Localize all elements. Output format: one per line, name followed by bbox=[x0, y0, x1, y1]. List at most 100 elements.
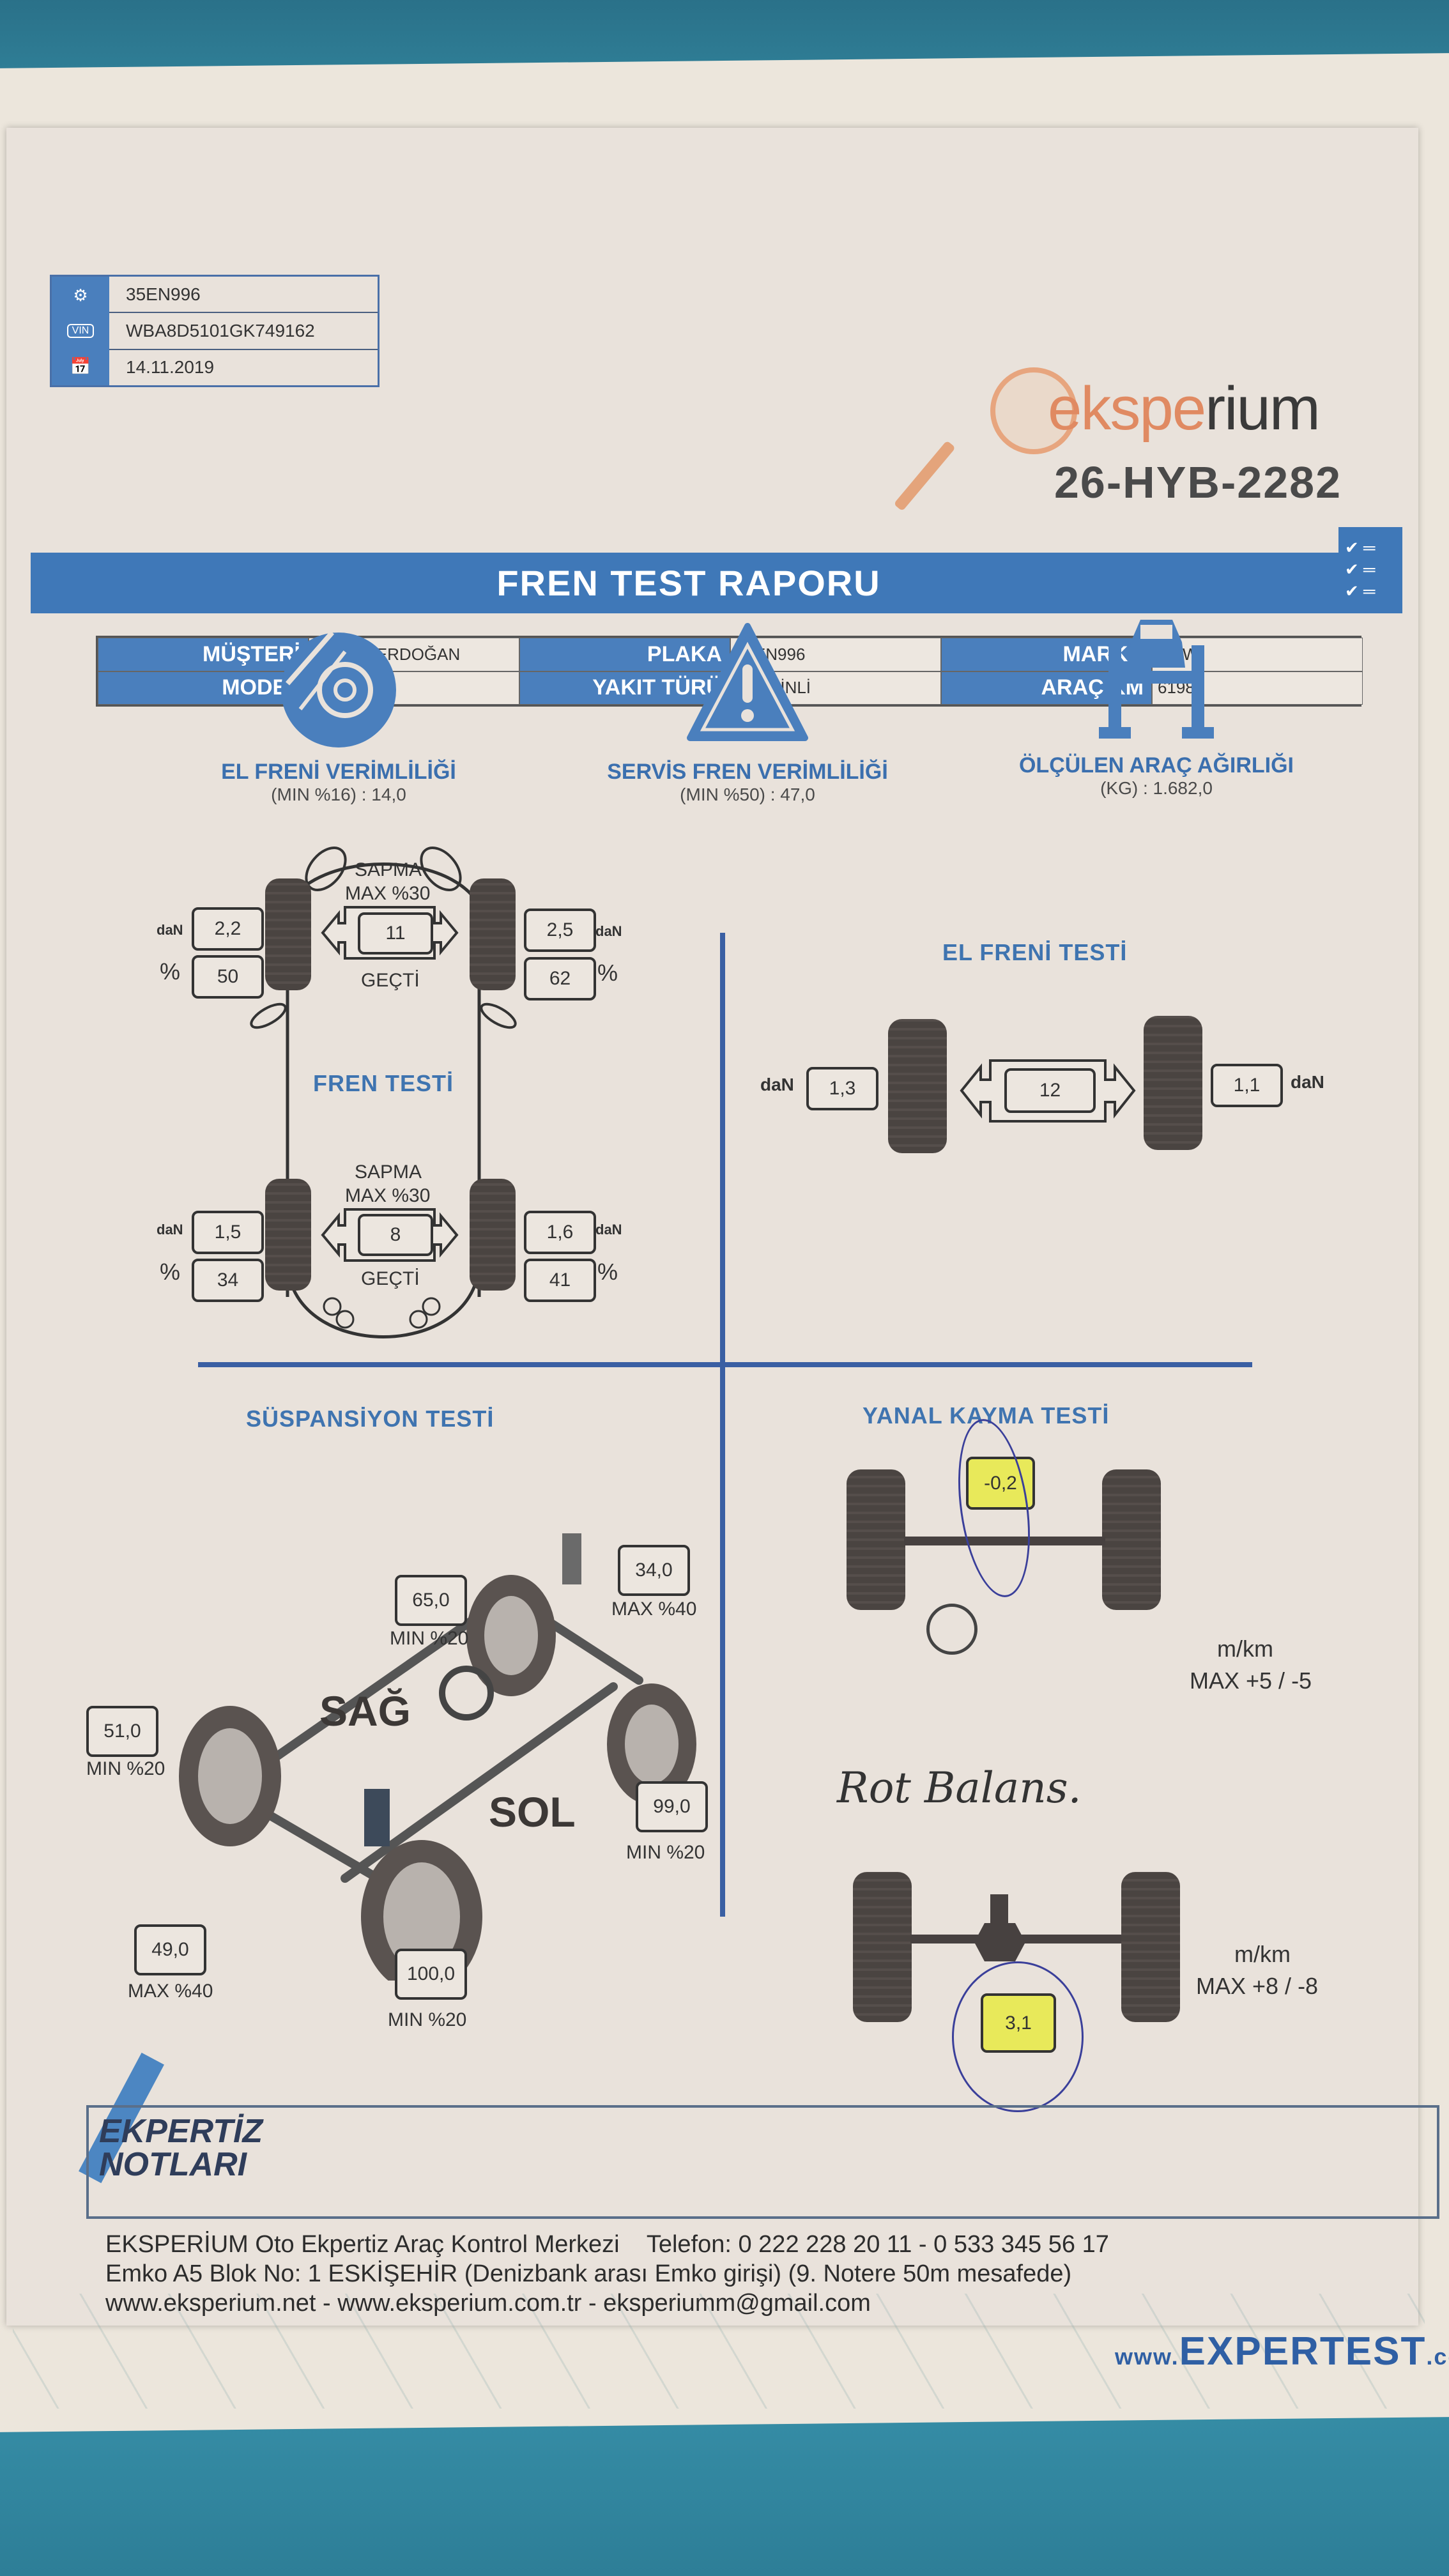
vin-card-icon: VIN bbox=[66, 323, 95, 338]
front-sapma-max: MAX %30 bbox=[345, 883, 431, 904]
suspension-value-49: 49,0 bbox=[134, 1924, 206, 1975]
front-left-force-unit: daN bbox=[157, 922, 183, 938]
suspension-limit: MIN %20 bbox=[388, 2009, 467, 2030]
front-axle-bar bbox=[904, 1537, 1105, 1545]
fren-testi-title: FREN TESTİ bbox=[313, 1070, 454, 1096]
expertest-logo: www.EXPERTEST.co bbox=[1115, 2329, 1449, 2374]
title-tab bbox=[1338, 527, 1402, 613]
info-icons-column: ⚙ VIN 📅 bbox=[52, 277, 109, 385]
front-status: GEÇTİ bbox=[361, 970, 420, 991]
handwritten-note: Rot Balans. bbox=[837, 1763, 1082, 1813]
el-freni-testi-title: EL FRENİ TESTİ bbox=[942, 939, 1128, 965]
info-vin: WBA8D5101GK749162 bbox=[109, 313, 378, 350]
metric-value: (KG) : 1.682,0 bbox=[1100, 778, 1213, 798]
steering-wheel-icon bbox=[926, 1604, 977, 1655]
metric-value: (MIN %50) : 47,0 bbox=[680, 785, 815, 804]
rear-axle-left-tire bbox=[853, 1872, 912, 2022]
rear-right-tire bbox=[470, 1179, 516, 1291]
rear-differential bbox=[974, 1923, 1025, 1961]
horizontal-divider bbox=[198, 1362, 1252, 1367]
rear-left-pct-unit: % bbox=[160, 1259, 181, 1285]
handbrake-left-force: 1,3 bbox=[806, 1067, 878, 1110]
metric-value: (MIN %16) : 14,0 bbox=[271, 785, 406, 804]
front-left-force: 2,2 bbox=[192, 907, 264, 951]
footer-line1: EKSPERİUM Oto Ekpertiz Araç Kontrol Merk… bbox=[105, 2230, 1109, 2259]
rear-sideslip-unit: m/km bbox=[1234, 1941, 1291, 1967]
front-left-pct-unit: % bbox=[160, 958, 181, 985]
metric-title: EL FRENİ VERİMLİLİĞİ bbox=[221, 760, 456, 784]
handbrake-right-unit: daN bbox=[1291, 1072, 1324, 1092]
report-code: 26-HYB-2282 bbox=[1054, 457, 1342, 507]
footer-websites: www.eksperium.net - www.eksperium.com.tr… bbox=[105, 2290, 871, 2317]
eksperium-logo: eksperium 26-HYB-2282 bbox=[893, 355, 1418, 533]
front-right-pct-unit: % bbox=[597, 960, 618, 986]
front-sapma-label: SAPMA bbox=[355, 859, 422, 880]
expertest-suffix: .co bbox=[1426, 2343, 1449, 2370]
pen-circle-front bbox=[947, 1414, 1041, 1602]
front-deviation-value: 11 bbox=[358, 912, 433, 954]
checklist-icon: ✔ ═✔ ═✔ ═ bbox=[1345, 538, 1376, 601]
notes-label: EKPERTİZ NOTLARI bbox=[99, 2115, 263, 2181]
handbrake-deviation-value: 12 bbox=[1004, 1068, 1096, 1113]
warning-triangle-icon bbox=[687, 623, 808, 741]
steering-wheel-icon: ⚙ bbox=[73, 286, 88, 305]
metric-servis-fren: SERVİS FREN VERİMLİLİĞİ (MIN %50) : 47,0 bbox=[581, 620, 914, 805]
front-right-pct: 62 bbox=[524, 957, 596, 1000]
vehicle-info-box: ⚙ VIN 📅 35EN996 WBA8D5101GK749162 14.11.… bbox=[50, 275, 379, 387]
metric-title: ÖLÇÜLEN ARAÇ AĞIRLIĞI bbox=[1018, 753, 1294, 778]
vertical-divider bbox=[720, 933, 725, 1917]
front-sideslip-value: -0,2 bbox=[966, 1457, 1035, 1510]
suspension-value-34: 34,0 bbox=[618, 1545, 690, 1596]
rear-right-force: 1,6 bbox=[524, 1211, 596, 1254]
brake-disc-icon bbox=[281, 631, 396, 747]
magnifier-handle bbox=[893, 440, 956, 512]
suspension-value-100: 100,0 bbox=[395, 1949, 467, 2000]
logo-wordmark: eksperium bbox=[1048, 374, 1321, 444]
footer-company: EKSPERİUM Oto Ekpertiz Araç Kontrol Merk… bbox=[105, 2231, 620, 2258]
rear-right-force-unit: daN bbox=[595, 1222, 622, 1238]
handbrake-left-tire bbox=[888, 1019, 947, 1153]
suspension-value-51: 51,0 bbox=[86, 1706, 158, 1757]
info-date: 14.11.2019 bbox=[126, 357, 215, 378]
rear-axle-right-tire bbox=[1121, 1872, 1180, 2022]
front-axle-right-tire bbox=[1102, 1469, 1161, 1610]
front-left-tire bbox=[265, 878, 311, 990]
label-yakit: YAKIT TÜRÜ bbox=[519, 671, 730, 705]
rear-left-force-unit: daN bbox=[157, 1222, 183, 1238]
pen-circle-rear bbox=[952, 1961, 1084, 2112]
rear-left-force: 1,5 bbox=[192, 1211, 264, 1254]
front-sideslip-limit: MAX +5 / -5 bbox=[1190, 1667, 1312, 1694]
front-right-force: 2,5 bbox=[524, 908, 596, 952]
info-plate: 35EN996 bbox=[109, 277, 378, 314]
suspension-limit: MIN %20 bbox=[626, 1842, 705, 1863]
rear-status: GEÇTİ bbox=[361, 1268, 420, 1289]
notes-label-line2: NOTLARI bbox=[99, 2146, 247, 2183]
handbrake-right-force: 1,1 bbox=[1211, 1064, 1283, 1107]
footer-contact: EKSPERİUM Oto Ekpertiz Araç Kontrol Merk… bbox=[105, 2230, 1109, 2318]
rear-right-pct-unit: % bbox=[597, 1259, 618, 1285]
rear-left-tire bbox=[265, 1179, 311, 1291]
page-title: FREN TEST RAPORU bbox=[496, 563, 881, 603]
notes-box[interactable] bbox=[86, 2105, 1439, 2219]
suspension-value-65: 65,0 bbox=[395, 1575, 467, 1626]
front-sideslip-unit: m/km bbox=[1217, 1636, 1273, 1662]
rear-left-pct: 34 bbox=[192, 1259, 264, 1302]
front-axle-left-tire bbox=[847, 1469, 905, 1610]
logo-text-part2: rium bbox=[1205, 374, 1321, 443]
suspension-limit: MAX %40 bbox=[128, 1981, 213, 2002]
front-left-pct: 50 bbox=[192, 955, 264, 999]
yanal-kayma-testi-title: YANAL KAYMA TESTİ bbox=[862, 1402, 1110, 1429]
car-lift-icon bbox=[1099, 620, 1214, 739]
magnifier-icon bbox=[990, 367, 1077, 454]
handbrake-right-tire bbox=[1144, 1016, 1202, 1150]
rear-sapma-label: SAPMA bbox=[355, 1162, 422, 1183]
metric-title: SERVİS FREN VERİMLİLİĞİ bbox=[607, 760, 888, 784]
front-right-force-unit: daN bbox=[595, 923, 622, 939]
label-plaka: PLAKA bbox=[519, 638, 730, 671]
title-band: FREN TEST RAPORU bbox=[31, 553, 1347, 613]
expertest-prefix: www. bbox=[1115, 2343, 1179, 2370]
suspension-limit: MIN %20 bbox=[390, 1628, 469, 1649]
front-right-tire bbox=[470, 878, 516, 990]
footer-address: Emko A5 Blok No: 1 ESKİŞEHİR (Denizbank … bbox=[105, 2260, 1072, 2287]
calendar-icon: 📅 bbox=[70, 356, 91, 376]
